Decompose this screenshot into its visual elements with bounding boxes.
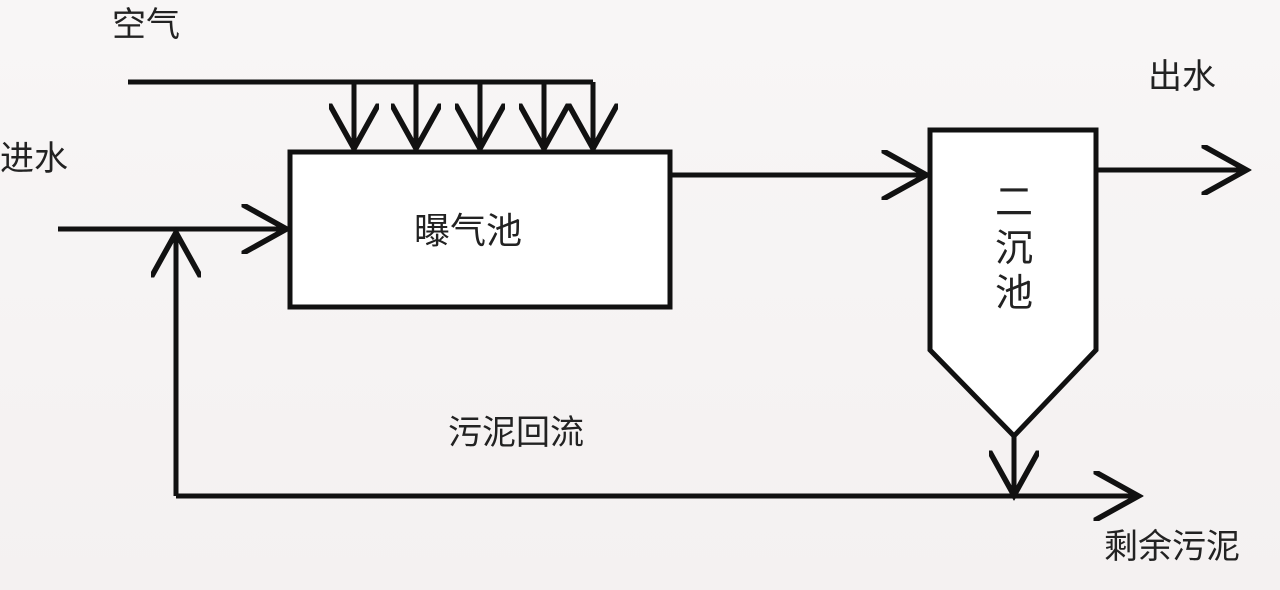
sludge-return-label: 污泥回流 bbox=[448, 413, 584, 453]
influent-label: 进水 bbox=[0, 139, 68, 179]
excess-sludge-label: 剩余污泥 bbox=[1104, 527, 1240, 567]
secondary-clarifier-label: 二 沉 池 bbox=[994, 180, 1033, 316]
aeration-tank-label: 曝气池 bbox=[414, 211, 523, 252]
air-label: 空气 bbox=[112, 5, 180, 45]
effluent-label: 出水 bbox=[1148, 57, 1216, 97]
secondary-clarifier-shape bbox=[927, 127, 1099, 440]
aeration-tank-box bbox=[287, 149, 673, 310]
